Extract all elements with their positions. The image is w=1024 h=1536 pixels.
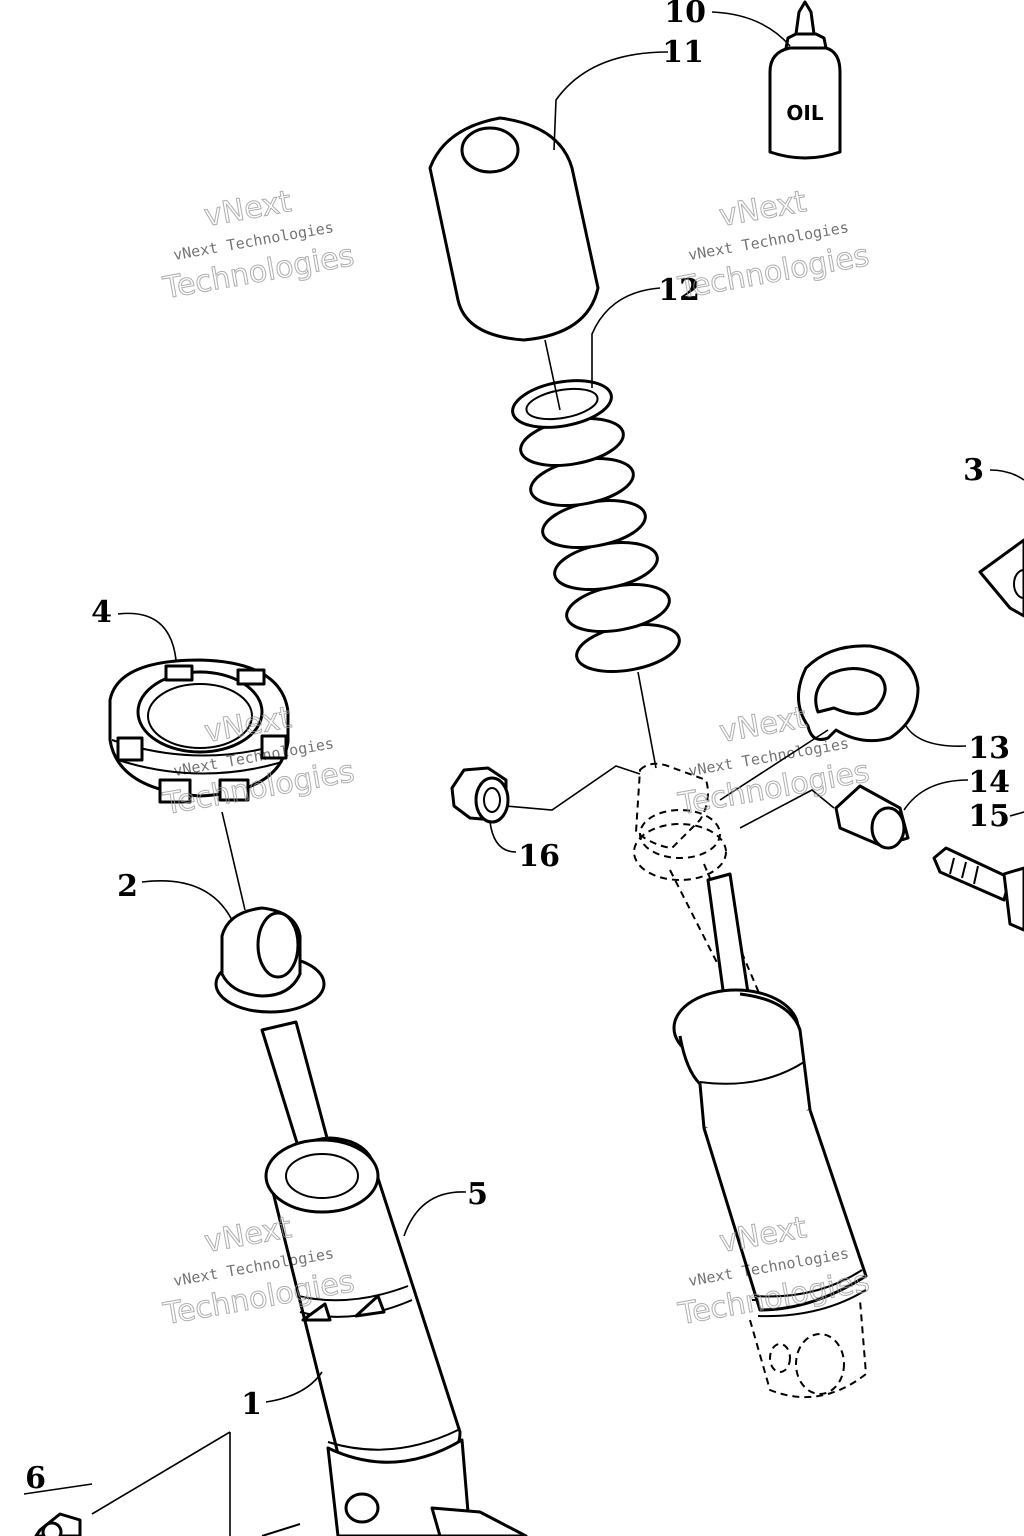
callout-3: 3 bbox=[963, 453, 984, 488]
callout-11: 11 bbox=[662, 35, 704, 70]
watermark-top-left: vNext vNext Technologies Technologies bbox=[159, 184, 357, 307]
axis-line-bushing bbox=[739, 789, 835, 829]
callout-5: 5 bbox=[467, 1177, 488, 1212]
leader-lines bbox=[117, 11, 1024, 1403]
part-13-retainer-ring bbox=[719, 644, 920, 801]
watermark-top-right: vNext vNext Technologies Technologies bbox=[674, 184, 872, 307]
callout-1: 1 bbox=[241, 1387, 262, 1422]
bottle-oil-label: OIL bbox=[786, 101, 823, 125]
axis-line-nut bbox=[505, 765, 641, 811]
part-15-bolt bbox=[932, 846, 1024, 932]
part-14-bushing bbox=[834, 784, 910, 850]
part-10-oil-bottle: OIL bbox=[768, 0, 842, 160]
callout-13: 13 bbox=[968, 731, 1010, 766]
axis-line-upper bbox=[544, 339, 561, 411]
axis-line-lower bbox=[637, 671, 657, 769]
callout-10: 10 bbox=[664, 0, 706, 30]
callout-4: 4 bbox=[91, 595, 112, 630]
part-12-coil-spring bbox=[511, 379, 681, 673]
callout-16: 16 bbox=[518, 839, 560, 874]
callout-6: 6 bbox=[25, 1461, 46, 1496]
part-16-nut bbox=[450, 766, 510, 824]
axis-line-left-upper bbox=[221, 811, 246, 911]
callout-15: 15 bbox=[968, 799, 1010, 834]
callout-14: 14 bbox=[968, 765, 1010, 800]
callout-12: 12 bbox=[658, 273, 700, 308]
center-shock-body bbox=[672, 872, 868, 1318]
part-11-spring-cover bbox=[428, 116, 600, 342]
part-1-shock-body-left bbox=[260, 1020, 528, 1536]
callouts: 10 11 12 3 4 2 5 1 6 13 14 15 16 bbox=[25, 0, 1010, 1496]
part-4-adjuster-nut bbox=[108, 658, 290, 804]
callout-2: 2 bbox=[117, 869, 138, 904]
part-6-valve-assembly bbox=[23, 1431, 301, 1536]
part-3-bracket bbox=[978, 538, 1024, 618]
part-2-spring-seat bbox=[214, 906, 326, 1014]
